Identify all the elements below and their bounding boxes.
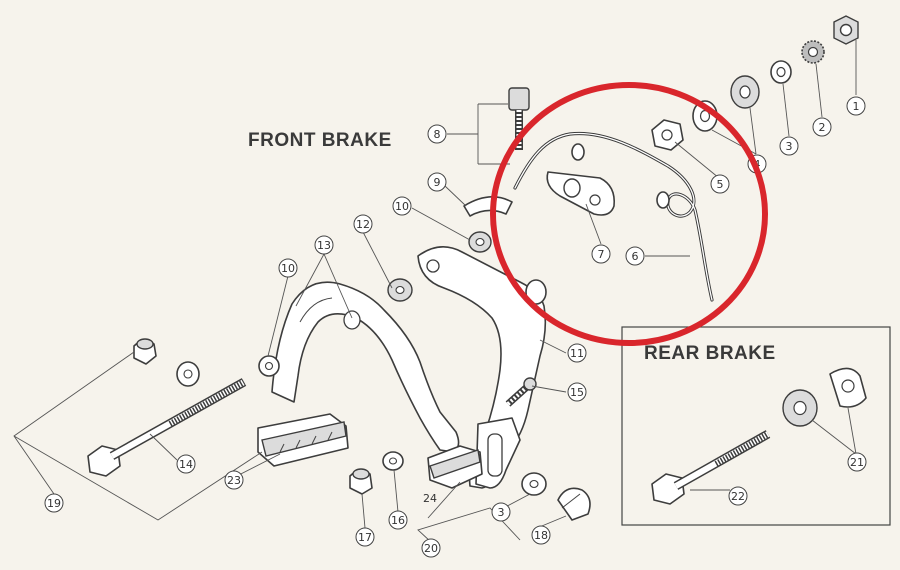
callout-20: 20	[421, 538, 441, 558]
svg-text:19: 19	[47, 497, 61, 510]
svg-text:18: 18	[534, 529, 548, 542]
callout-7: 7	[591, 244, 611, 264]
callout-9: 9	[427, 172, 447, 192]
callout-8: 8	[427, 124, 447, 144]
part-23-brake-shoe-left	[257, 413, 349, 467]
callout-22: 22	[728, 486, 748, 506]
svg-text:23: 23	[227, 474, 241, 487]
part-15-adjuster-screw	[505, 377, 537, 407]
callout-10-lower: 10	[278, 258, 298, 278]
svg-text:21: 21	[850, 456, 864, 469]
part-1-nut	[833, 15, 859, 45]
part-washer-left	[176, 361, 200, 387]
callout-14: 14	[176, 454, 196, 474]
part-11-outer-caliper-arm	[417, 246, 547, 489]
callout-10-upper: 10	[392, 196, 412, 216]
part-9-curved-washer	[463, 196, 513, 217]
part-16-washer	[382, 451, 404, 471]
part-6-return-spring	[513, 131, 714, 302]
svg-text:13: 13	[317, 239, 331, 252]
svg-text:3: 3	[498, 506, 505, 519]
callout-5: 5	[710, 174, 730, 194]
part-4-spacer-washer	[692, 75, 760, 132]
callout-19: 19	[44, 493, 64, 513]
svg-text:3: 3	[786, 140, 793, 153]
part-10-washer-upper	[468, 231, 492, 253]
part-cap-nut-left	[133, 338, 157, 365]
part-2-lock-washer	[801, 40, 825, 64]
front-brake-title: FRONT BRAKE	[248, 130, 392, 151]
part-7-spring-bracket	[546, 171, 616, 216]
svg-text:11: 11	[570, 347, 584, 360]
callout-15: 15	[567, 382, 587, 402]
svg-text:22: 22	[731, 490, 745, 503]
part-13-inner-caliper-arm	[271, 281, 460, 453]
part-8-pivot-bolt	[508, 87, 530, 150]
callout-18: 18	[531, 525, 551, 545]
callout-23: 23	[224, 470, 244, 490]
svg-text:15: 15	[570, 386, 584, 399]
svg-text:2: 2	[819, 121, 826, 134]
svg-text:16: 16	[391, 514, 405, 527]
svg-text:1: 1	[853, 100, 860, 113]
callout-13: 13	[314, 235, 334, 255]
svg-text:8: 8	[434, 128, 441, 141]
part-14-mounting-bolt	[87, 378, 247, 477]
callout-12: 12	[353, 214, 373, 234]
callout-11: 11	[567, 343, 587, 363]
part-12-washer	[387, 278, 413, 302]
highlight-circle	[490, 82, 768, 346]
callout-16: 16	[388, 510, 408, 530]
rear-brake-title: REAR BRAKE	[644, 343, 776, 364]
callout-17: 17	[355, 527, 375, 547]
svg-text:5: 5	[717, 178, 724, 191]
callout-24: 24	[423, 492, 437, 505]
svg-text:20: 20	[424, 542, 438, 555]
part-10-washer-lower	[258, 355, 280, 377]
part-17-cap-nut	[349, 468, 373, 495]
callout-6: 6	[625, 246, 645, 266]
svg-text:6: 6	[632, 250, 639, 263]
part-5-hex-nut	[651, 119, 684, 151]
part-18-acorn-nut	[557, 487, 591, 521]
part-24-brake-shoe-right	[427, 445, 483, 489]
svg-text:10: 10	[395, 200, 409, 213]
callout-3-lower: 3	[491, 502, 511, 522]
part-3-washer	[770, 60, 792, 84]
part-21-rear-spacer	[782, 367, 867, 427]
callout-3-top: 3	[779, 136, 799, 156]
part-22-rear-bolt	[651, 430, 771, 505]
svg-text:14: 14	[179, 458, 193, 471]
callout-2: 2	[812, 117, 832, 137]
svg-text:9: 9	[434, 176, 441, 189]
callout-1: 1	[846, 96, 866, 116]
callout-21: 21	[847, 452, 867, 472]
svg-text:12: 12	[356, 218, 370, 231]
svg-text:24: 24	[423, 492, 437, 505]
svg-text:10: 10	[281, 262, 295, 275]
rear-brake-box	[621, 326, 891, 526]
svg-text:7: 7	[598, 248, 605, 261]
svg-text:17: 17	[358, 531, 372, 544]
part-3-washer-lower	[521, 472, 547, 496]
